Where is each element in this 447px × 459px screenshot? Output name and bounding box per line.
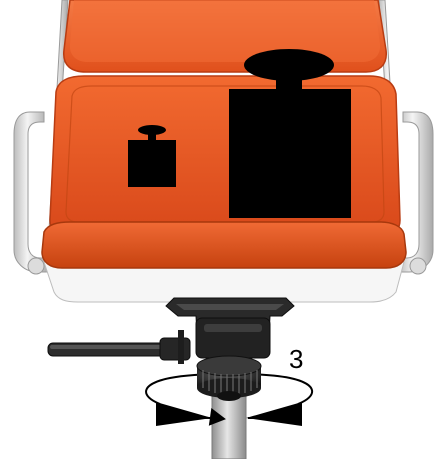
adjustment-lever: [48, 330, 190, 364]
seat-front-edge: [42, 222, 406, 268]
gas-cylinder: [212, 395, 246, 459]
heavy-weight-icon: [229, 49, 351, 218]
step-number: 3: [289, 346, 303, 372]
tension-knob-icon: [197, 356, 261, 401]
